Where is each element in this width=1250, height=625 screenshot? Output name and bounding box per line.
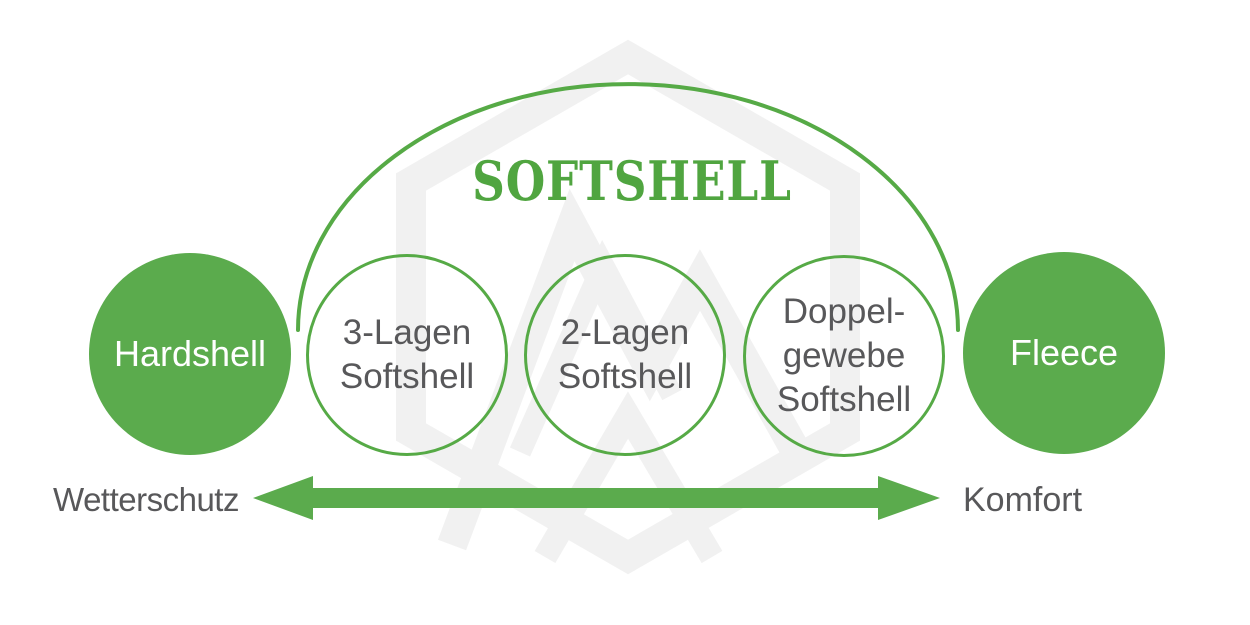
softshell-type-2-lagen-circle: 2-Lagen Softshell: [524, 254, 726, 456]
softshell-type-label-line: Softshell: [339, 357, 475, 396]
double-headed-arrow-icon: [253, 476, 940, 520]
fleece-circle: Fleece: [963, 252, 1165, 454]
softshell-type-doppelgewebe-circle: Doppel- gewebe Softshell: [743, 255, 945, 457]
weather-protection-axis-label: Wetterschutz: [53, 481, 239, 518]
softshell-type-label-line: Doppel-: [782, 292, 906, 331]
softshell-grouping-arc-icon: [296, 82, 960, 332]
hardshell-circle: Hardshell: [89, 253, 291, 455]
softshell-type-label-line: Softshell: [776, 380, 912, 419]
softshell-type-label-line: 3-Lagen: [342, 313, 472, 352]
hardshell-label: Hardshell: [113, 333, 267, 374]
softshell-type-label-line: 2-Lagen: [560, 313, 690, 352]
comfort-axis-label: Komfort: [963, 481, 1083, 519]
softshell-type-label-line: gewebe: [782, 336, 906, 375]
softshell-type-3-lagen-circle: 3-Lagen Softshell: [306, 254, 508, 456]
softshell-type-label-line: Softshell: [557, 357, 693, 396]
diagram-title: SOFTSHELL: [472, 149, 792, 213]
fleece-label: Fleece: [1009, 332, 1119, 373]
